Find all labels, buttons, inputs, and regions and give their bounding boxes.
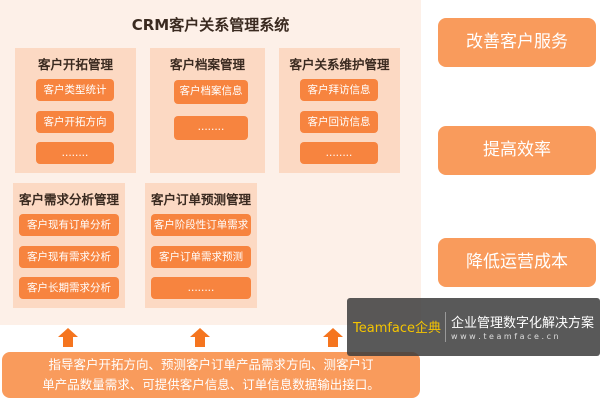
panel-title: 客户档案管理	[169, 57, 245, 72]
benefit-customer-service: 改善客户服务	[438, 18, 596, 67]
watermark: Teamface企典 企业管理数字化解决方案 w w w . t e a m f…	[347, 298, 600, 356]
benefit-cost-reduction: 降低运营成本	[438, 238, 596, 287]
module-item: ........	[300, 142, 378, 164]
panel-customer-development: 客户开拓管理 客户类型统计 客户开拓方向 ........	[15, 48, 136, 173]
module-item: 客户档案信息	[174, 80, 248, 104]
module-item: ........	[36, 142, 114, 164]
panel-title: 客户开拓管理	[37, 57, 113, 72]
summary-line: 单产品数量需求、可提供客户信息、订单信息数据输出接口。	[42, 377, 380, 392]
module-item: ........	[151, 277, 251, 299]
module-item: 客户拜访信息	[300, 79, 378, 101]
panel-title: 客户需求分析管理	[18, 192, 119, 207]
benefit-efficiency: 提高效率	[438, 126, 596, 175]
module-item: 客户订单需求预测	[151, 246, 251, 268]
module-item: ........	[174, 116, 248, 140]
module-item: 客户现有订单分析	[19, 214, 119, 236]
module-item: 客户阶段性订单需求	[151, 214, 251, 236]
summary-line: 指导客户开拓方向、预测客户订单产品需求方向、测客户订	[48, 357, 374, 372]
diagram-title: CRM客户关系管理系统	[131, 16, 290, 34]
module-item: 客户现有需求分析	[19, 246, 119, 268]
module-item: 客户长期需求分析	[19, 277, 119, 299]
module-item: 客户类型统计	[36, 79, 114, 101]
panel-customer-archive: 客户档案管理 客户档案信息 ........	[150, 48, 265, 173]
crm-system-panel: CRM客户关系管理系统 客户开拓管理 客户类型统计 客户开拓方向 .......…	[0, 0, 421, 325]
panel-title: 客户关系维护管理	[289, 57, 390, 72]
watermark-url: w w w . t e a m f a c e . c n	[451, 332, 559, 341]
panel-demand-analysis: 客户需求分析管理 客户现有订单分析 客户现有需求分析 客户长期需求分析	[13, 183, 125, 308]
panel-title: 客户订单预测管理	[150, 192, 251, 207]
divider	[445, 312, 446, 342]
summary-box: 指导客户开拓方向、预测客户订单产品需求方向、测客户订 单产品数量需求、可提供客户…	[2, 352, 420, 398]
watermark-slogan: 企业管理数字化解决方案	[451, 316, 595, 331]
panel-relationship-maintenance: 客户关系维护管理 客户拜访信息 客户回访信息 ........	[279, 48, 400, 173]
module-item: 客户回访信息	[300, 111, 378, 133]
module-item: 客户开拓方向	[36, 111, 114, 133]
panel-order-forecast: 客户订单预测管理 客户阶段性订单需求 客户订单需求预测 ........	[145, 183, 257, 308]
watermark-brand: Teamface企典	[353, 321, 442, 336]
